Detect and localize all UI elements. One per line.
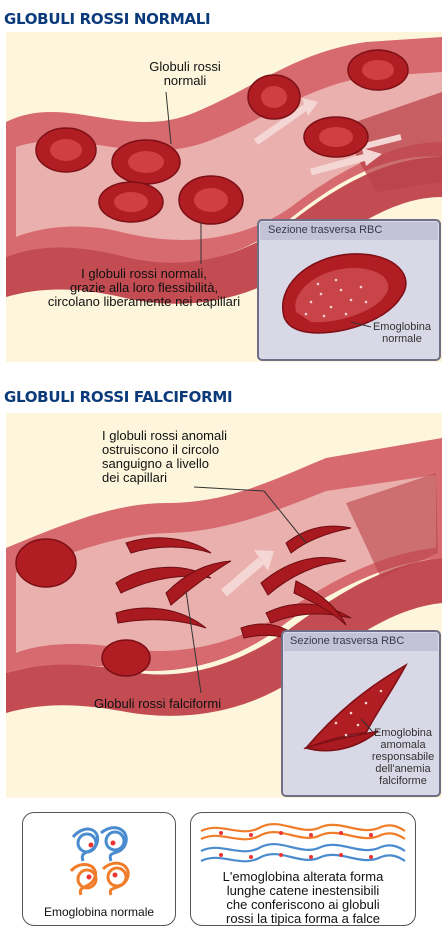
- section-title-normal: GLOBULI ROSSI NORMALI: [4, 10, 210, 28]
- inset-label-sickle-2: amomala: [364, 739, 442, 751]
- altered-text-line-2: lunghe catene inestensibili: [195, 884, 411, 898]
- label-block-line-4: dei capillari: [102, 471, 302, 485]
- inset-label-sickle-1: Emoglobina: [364, 727, 442, 739]
- normal-rbc-illustration: Globuli rossi normali I globuli rossi no…: [6, 32, 442, 362]
- label-flow-line-2: grazie alla loro flessibilità,: [6, 281, 282, 295]
- card-normal-hemoglobin: Emoglobina normale: [22, 812, 176, 926]
- altered-text-line-3: che conferiscono ai globuli: [195, 898, 411, 912]
- caption-normal-hemoglobin: Emoglobina normale: [23, 905, 175, 919]
- sickle-rbc-illustration: I globuli rossi anomali ostruiscono il c…: [6, 413, 442, 798]
- inset-title-normal: Sezione trasversa RBC: [268, 224, 382, 236]
- inset-label-sickle-5: falciforme: [364, 775, 442, 787]
- label-block-line-2: ostruiscono il circolo: [102, 443, 302, 457]
- section-title-sickle: GLOBULI ROSSI FALCIFORMI: [4, 388, 232, 406]
- label-normal-cells: Globuli rossi normali: [130, 60, 240, 88]
- altered-hemoglobin-chain: [191, 819, 415, 871]
- normal-hemoglobin-molecule: [23, 819, 175, 899]
- label-sickle-cells: Globuli rossi falciformi: [94, 697, 284, 711]
- label-flow-line-3: circolano liberamente nei capillari: [6, 295, 282, 309]
- label-block-line-1: I globuli rossi anomali: [102, 429, 302, 443]
- label-flow-line-1: I globuli rossi normali,: [6, 267, 282, 281]
- label-block-line-3: sanguigno a livello: [102, 457, 302, 471]
- card-altered-hemoglobin: L'emoglobina alterata forma lunghe caten…: [190, 812, 416, 926]
- inset-label-normal-2: normale: [364, 333, 440, 345]
- altered-text-line-1: L'emoglobina alterata forma: [195, 870, 411, 884]
- inset-title-sickle: Sezione trasversa RBC: [290, 635, 404, 647]
- inset-label-sickle-3: responsabile: [364, 751, 442, 763]
- inset-label-normal-1: Emoglobina: [364, 321, 440, 333]
- inset-label-sickle-4: dell'anemia: [364, 763, 442, 775]
- altered-text-line-4: rossi la tipica forma a falce: [195, 912, 411, 926]
